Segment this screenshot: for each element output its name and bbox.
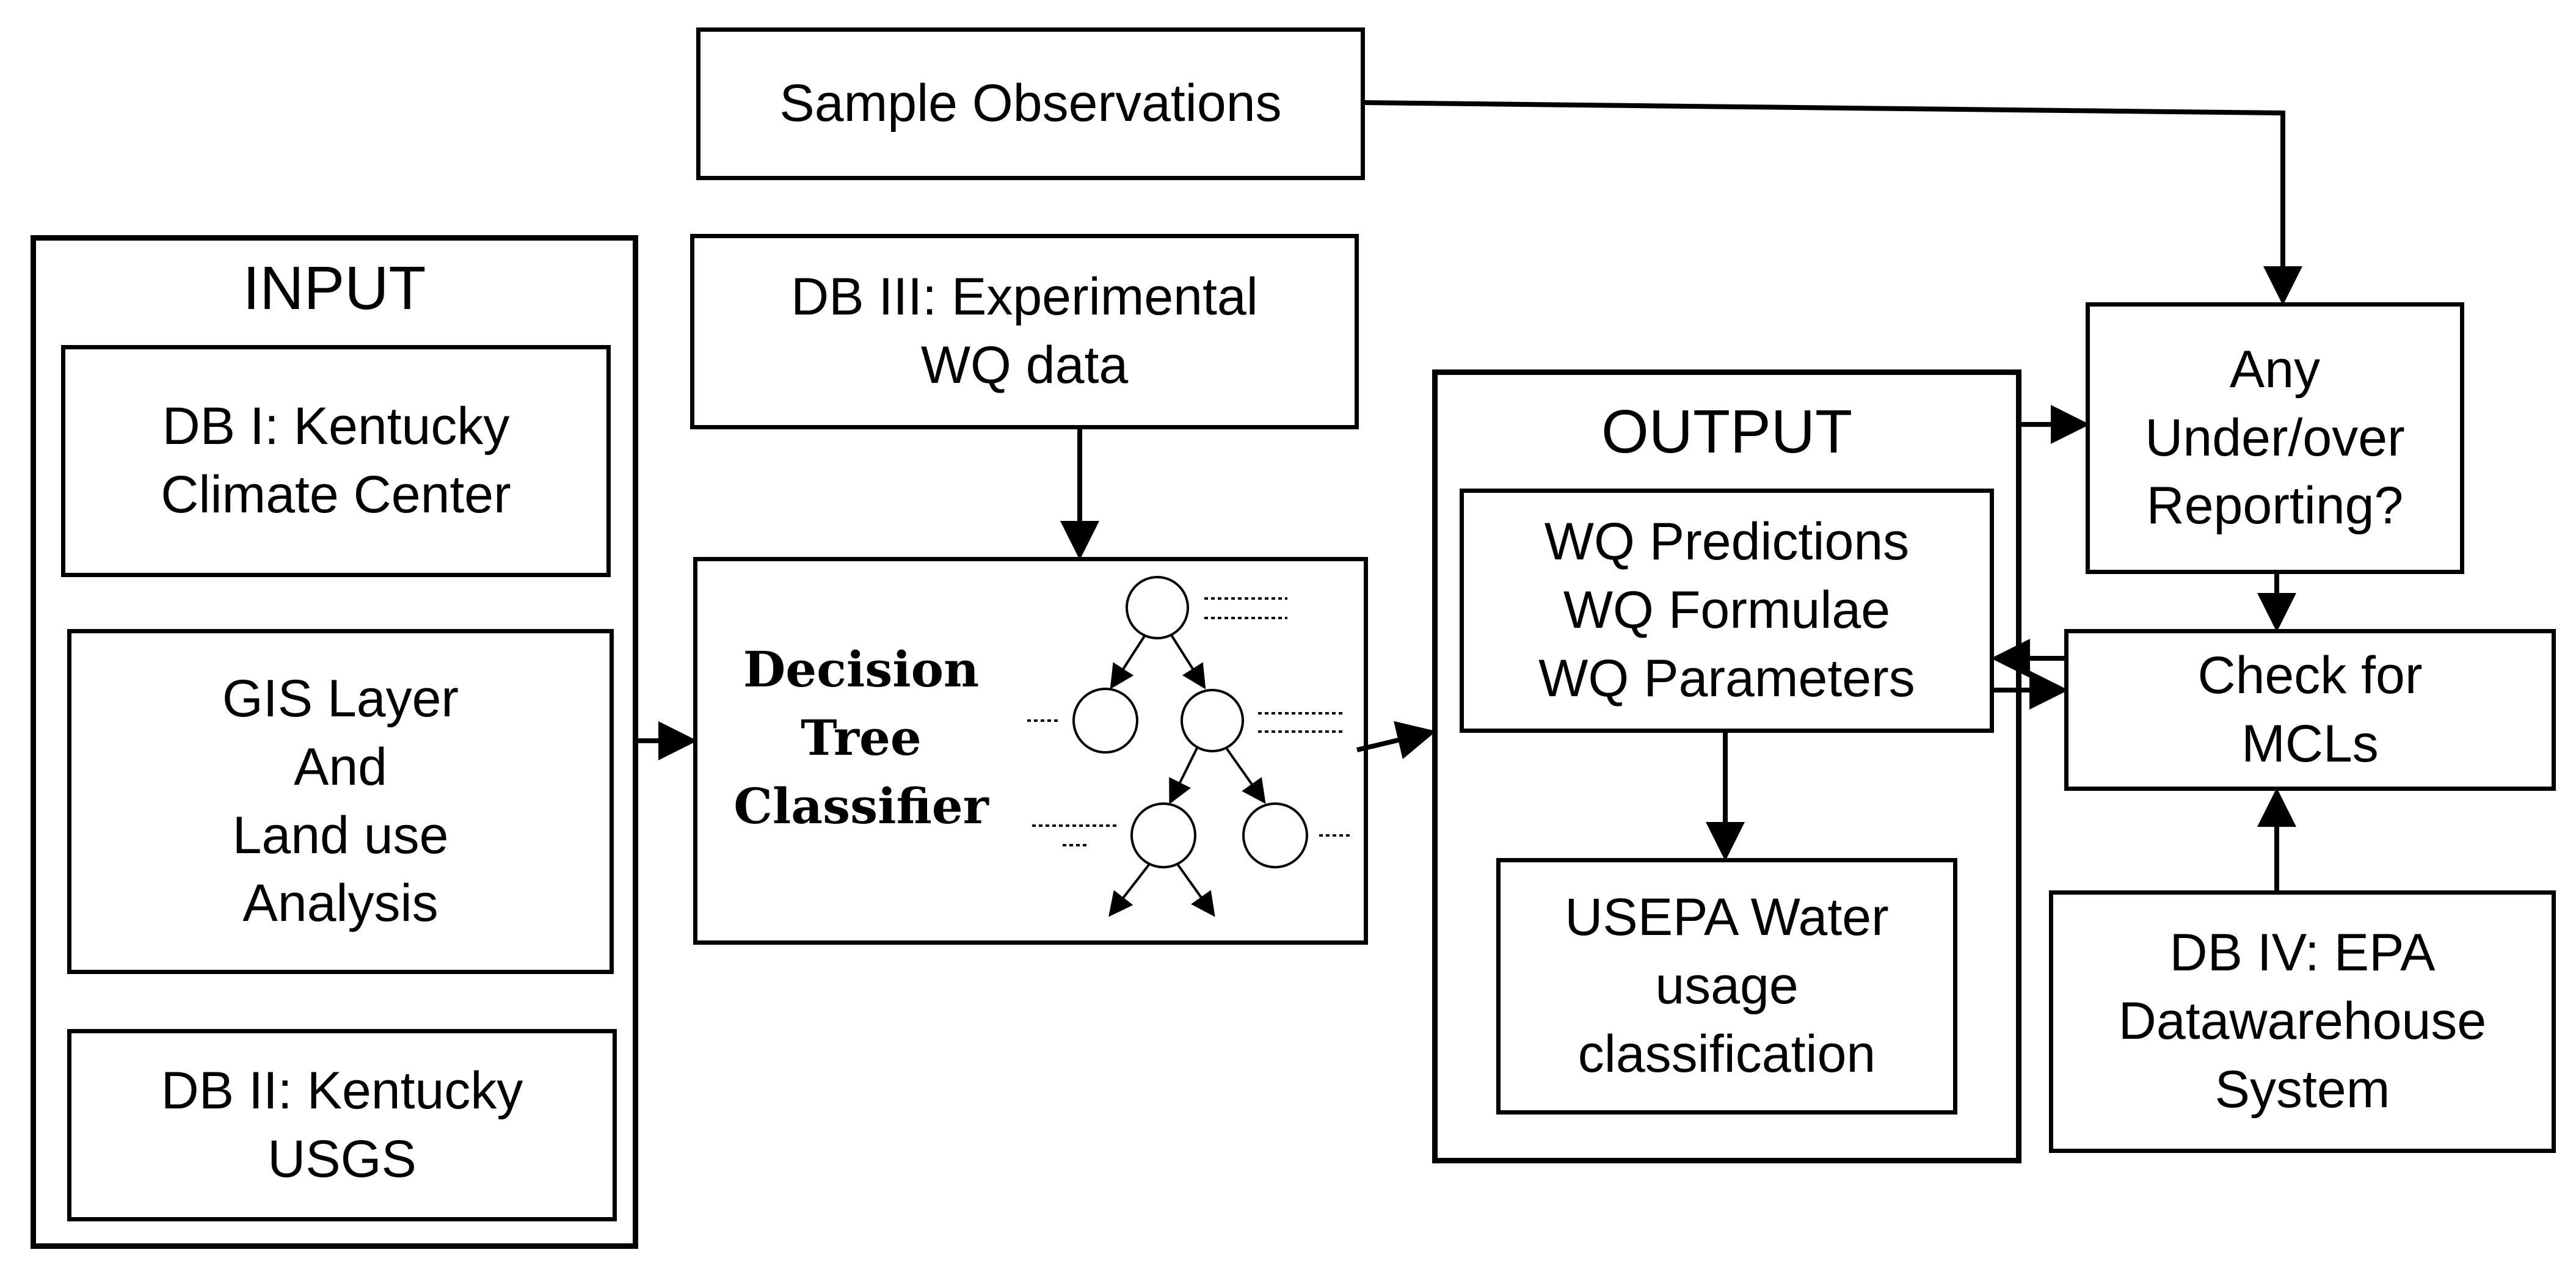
wq-predictions-box: WQ Predictions WQ Formulae WQ Parameters: [1460, 489, 1994, 733]
usepa-line-2: usage: [1655, 956, 1799, 1016]
decision-tree-label: Decision Tree Classifier: [718, 635, 1005, 840]
gis-line-4: Analysis: [242, 874, 438, 933]
usepa-line-3: classification: [1577, 1024, 1876, 1083]
usepa-classification-box: USEPA Water usage classification: [1496, 858, 1957, 1115]
tree-right-leaf: [1242, 802, 1308, 868]
reporting-line-2: Under/over: [2145, 408, 2405, 467]
arrow-classifier-to-output: [1356, 721, 1436, 760]
db4-line-2: Datawarehouse: [2118, 992, 2487, 1051]
db1-kentucky-climate-box: DB I: Kentucky Climate Center: [61, 345, 611, 577]
usepa-line-1: USEPA Water: [1565, 888, 1889, 947]
db2-line-1: DB II: Kentucky: [161, 1061, 523, 1120]
gis-line-2: And: [293, 737, 388, 796]
db3-line-2: WQ data: [920, 336, 1129, 395]
decision-tree-label-line-1: Decision: [743, 641, 980, 698]
decision-tree-label-line-3: Classifier: [733, 777, 989, 835]
arrow-sample-to-reporting: [1364, 100, 2302, 305]
db2-kentucky-usgs-box: DB II: Kentucky USGS: [67, 1029, 617, 1221]
db4-line-1: DB IV: EPA: [2169, 923, 2436, 983]
mcl-line-1: Check for: [2197, 645, 2423, 705]
check-mcls-box: Check for MCLs: [2064, 629, 2556, 791]
tree-inner-node: [1130, 802, 1196, 868]
wq-predictions-line-1: WQ Predictions: [1544, 512, 1910, 572]
sample-observations-box: Sample Observations: [696, 27, 1365, 180]
reporting-line-3: Reporting?: [2146, 476, 2404, 536]
db2-line-2: USGS: [267, 1129, 417, 1188]
tree-left-leaf: [1072, 688, 1138, 754]
mcl-line-2: MCLs: [2241, 714, 2379, 773]
db1-line-1: DB I: Kentucky: [162, 397, 510, 456]
decision-tree-label-line-2: Tree: [801, 709, 922, 766]
wq-predictions-line-2: WQ Formulae: [1563, 581, 1891, 640]
output-title: OUTPUT: [1601, 398, 1853, 466]
reporting-line-1: Any: [2229, 340, 2321, 399]
wq-predictions-line-3: WQ Parameters: [1538, 649, 1915, 708]
db3-line-1: DB III: Experimental: [791, 267, 1258, 327]
decision-tree-classifier-box: [693, 557, 1368, 945]
tree-right-node: [1181, 689, 1244, 752]
gis-line-1: GIS Layer: [222, 669, 459, 728]
gis-layer-box: GIS Layer And Land use Analysis: [67, 629, 614, 974]
sample-observations-label: Sample Observations: [779, 74, 1282, 133]
db4-epa-box: DB IV: EPA Datawarehouse System: [2049, 890, 2556, 1153]
reporting-check-box: Any Under/over Reporting?: [2086, 302, 2464, 574]
db3-experimental-box: DB III: Experimental WQ data: [690, 234, 1359, 429]
decision-tree-graphic: [1027, 576, 1353, 917]
tree-root-node: [1126, 576, 1189, 639]
gis-line-3: Land use: [232, 805, 449, 865]
input-title: INPUT: [242, 254, 426, 322]
db4-line-3: System: [2214, 1060, 2390, 1119]
db1-line-2: Climate Center: [161, 465, 511, 524]
